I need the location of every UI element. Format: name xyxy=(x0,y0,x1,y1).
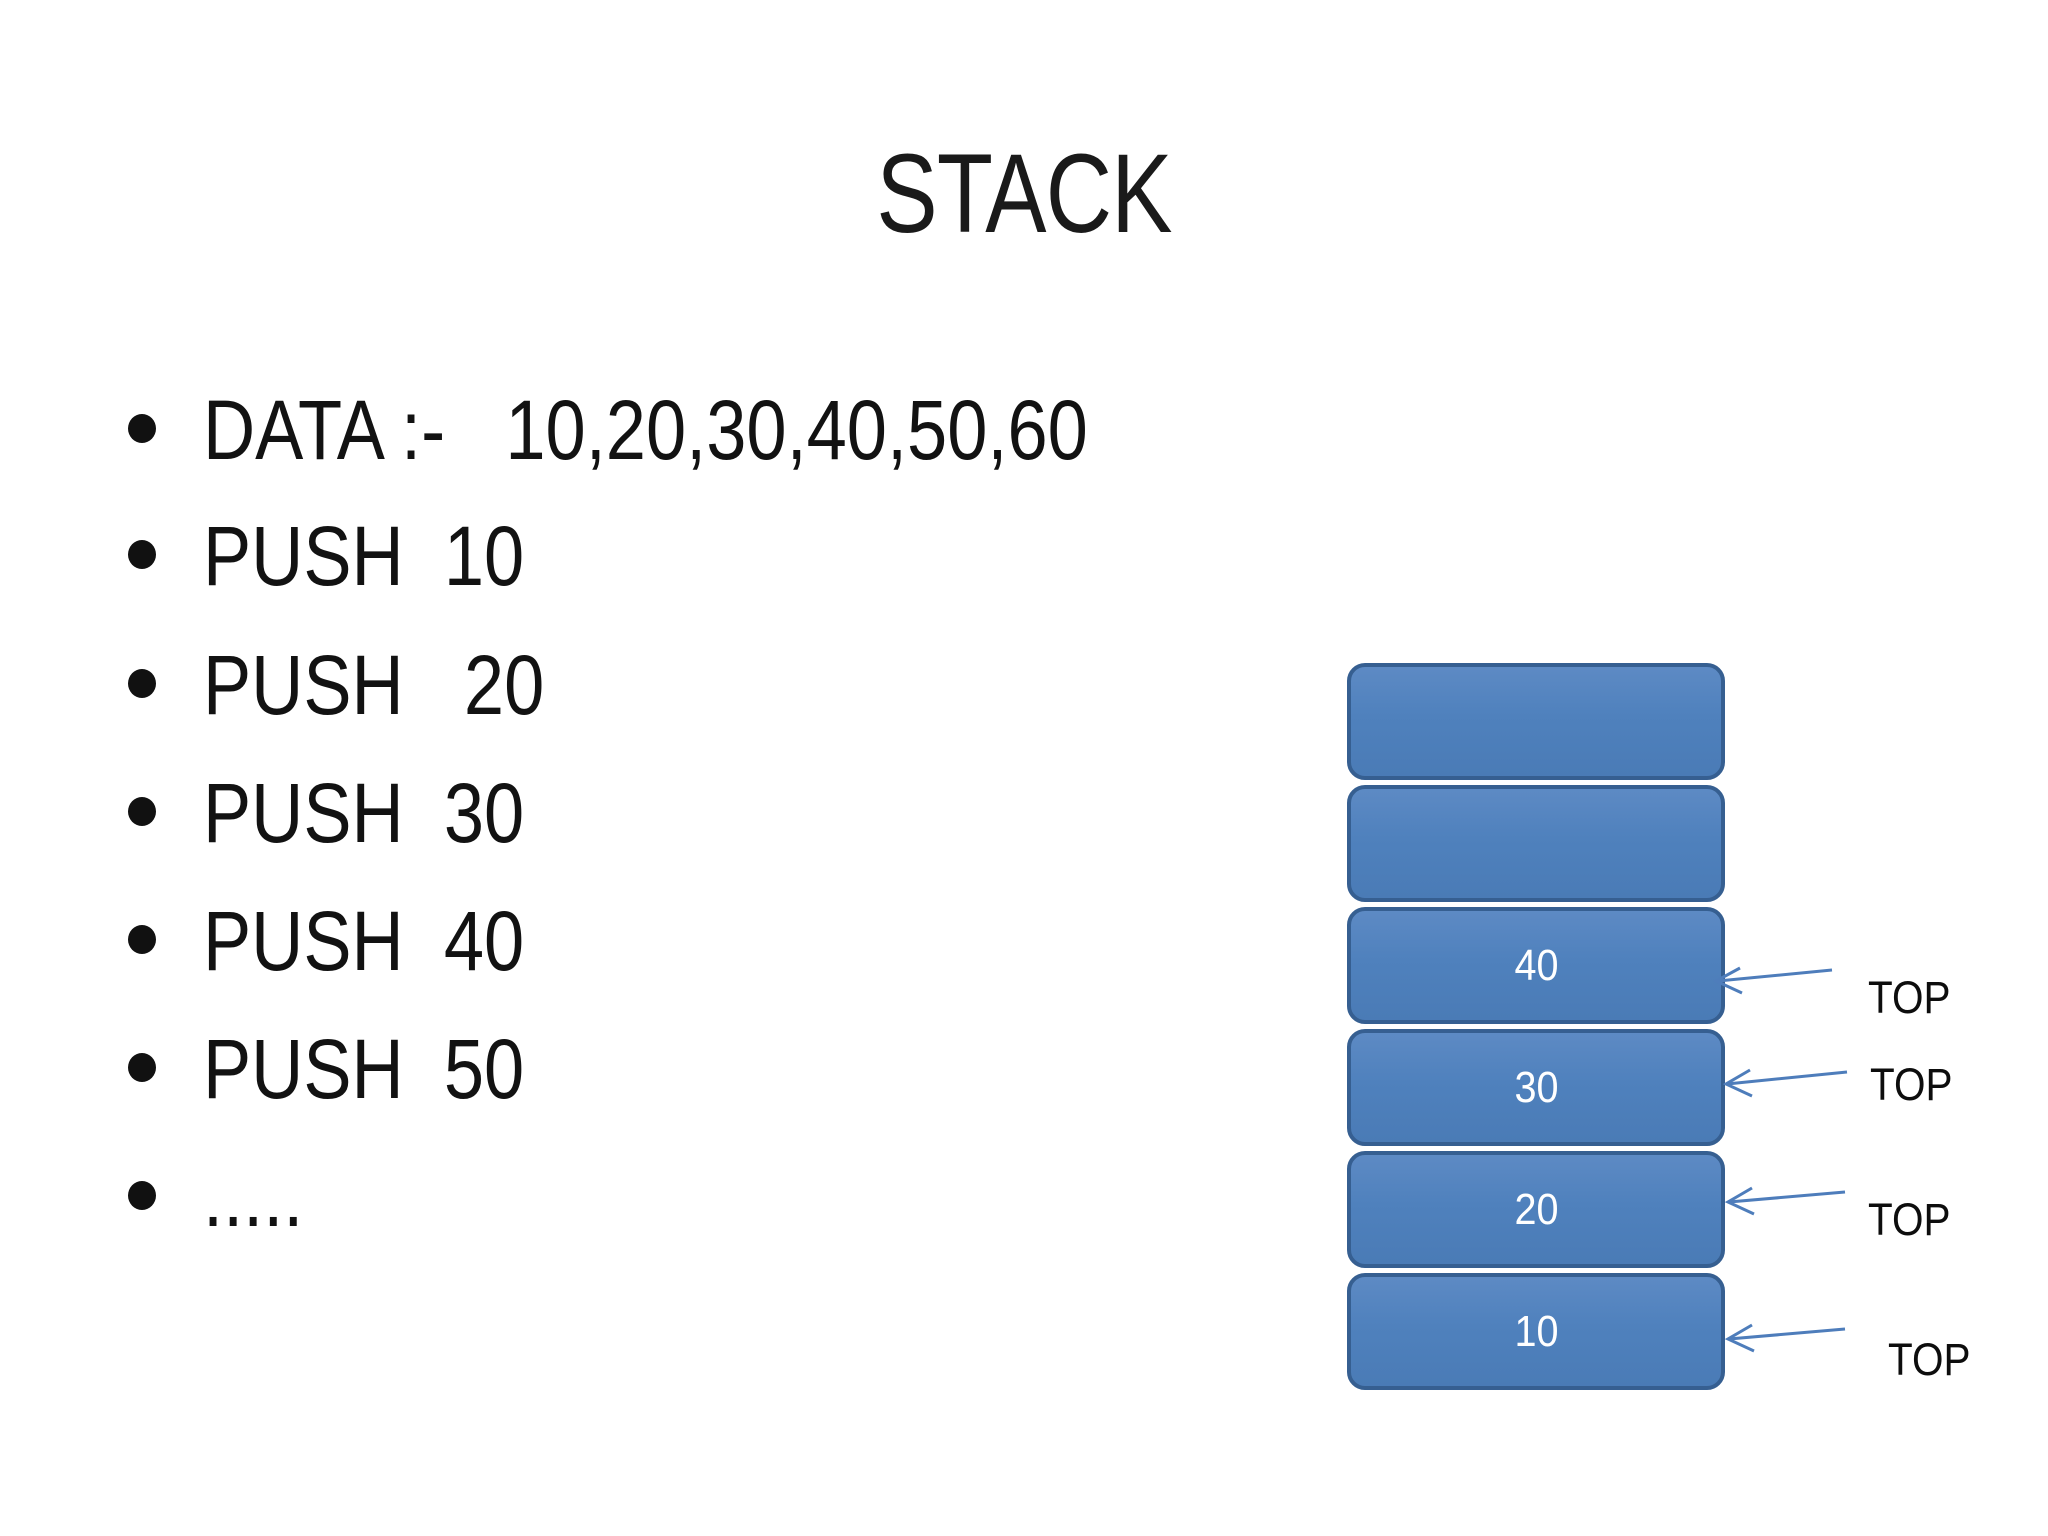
list-item: PUSH 20 xyxy=(128,643,600,727)
bullet-icon xyxy=(128,540,156,569)
bullet-icon xyxy=(128,1181,156,1210)
stack-cell-value: 20 xyxy=(1513,1184,1559,1234)
list-item: PUSH 30 xyxy=(128,771,577,855)
stack-cell-value: 30 xyxy=(1513,1062,1559,1112)
bullet-text-push-20: PUSH 20 xyxy=(203,638,545,732)
list-item: ..... xyxy=(128,1155,320,1239)
stack-cell-empty-2 xyxy=(1347,785,1725,902)
list-item: DATA :- 10,20,30,40,50,60 xyxy=(128,388,1232,472)
page-title-text: STACK xyxy=(876,131,1172,256)
page-title: STACK xyxy=(0,138,2048,250)
list-item: PUSH 10 xyxy=(128,514,577,598)
stack-cell-10: 10 xyxy=(1347,1273,1725,1390)
bullet-icon xyxy=(128,1053,156,1082)
bullet-text-data: DATA :- 10,20,30,40,50,60 xyxy=(203,383,1088,477)
bullet-icon xyxy=(128,797,156,826)
bullet-icon xyxy=(128,925,156,954)
bullet-icon xyxy=(128,414,156,443)
stack-cell-30: 30 xyxy=(1347,1029,1725,1146)
stack-cell-value: 40 xyxy=(1513,940,1559,990)
stack-cell-empty-1 xyxy=(1347,663,1725,780)
stack-cell-20: 20 xyxy=(1347,1151,1725,1268)
stack-diagram: 40 30 20 10 xyxy=(1347,663,1725,1395)
bullet-icon xyxy=(128,669,156,698)
list-item: PUSH 40 xyxy=(128,899,577,983)
top-pointer-label-20: TOP xyxy=(1868,1194,1951,1245)
stack-cell-value: 10 xyxy=(1513,1306,1559,1356)
stack-cell-40: 40 xyxy=(1347,907,1725,1024)
bullet-text-push-50: PUSH 50 xyxy=(203,1022,525,1116)
bullet-text-ellipsis: ..... xyxy=(203,1150,304,1244)
bullet-text-push-10: PUSH 10 xyxy=(203,509,525,603)
top-pointer-label-40: TOP xyxy=(1868,972,1951,1023)
top-pointer-label-10: TOP xyxy=(1888,1334,1971,1385)
list-item: PUSH 50 xyxy=(128,1027,577,1111)
bullet-text-push-30: PUSH 30 xyxy=(203,766,525,860)
top-pointer-label-30: TOP xyxy=(1870,1059,1953,1110)
bullet-text-push-40: PUSH 40 xyxy=(203,894,525,988)
